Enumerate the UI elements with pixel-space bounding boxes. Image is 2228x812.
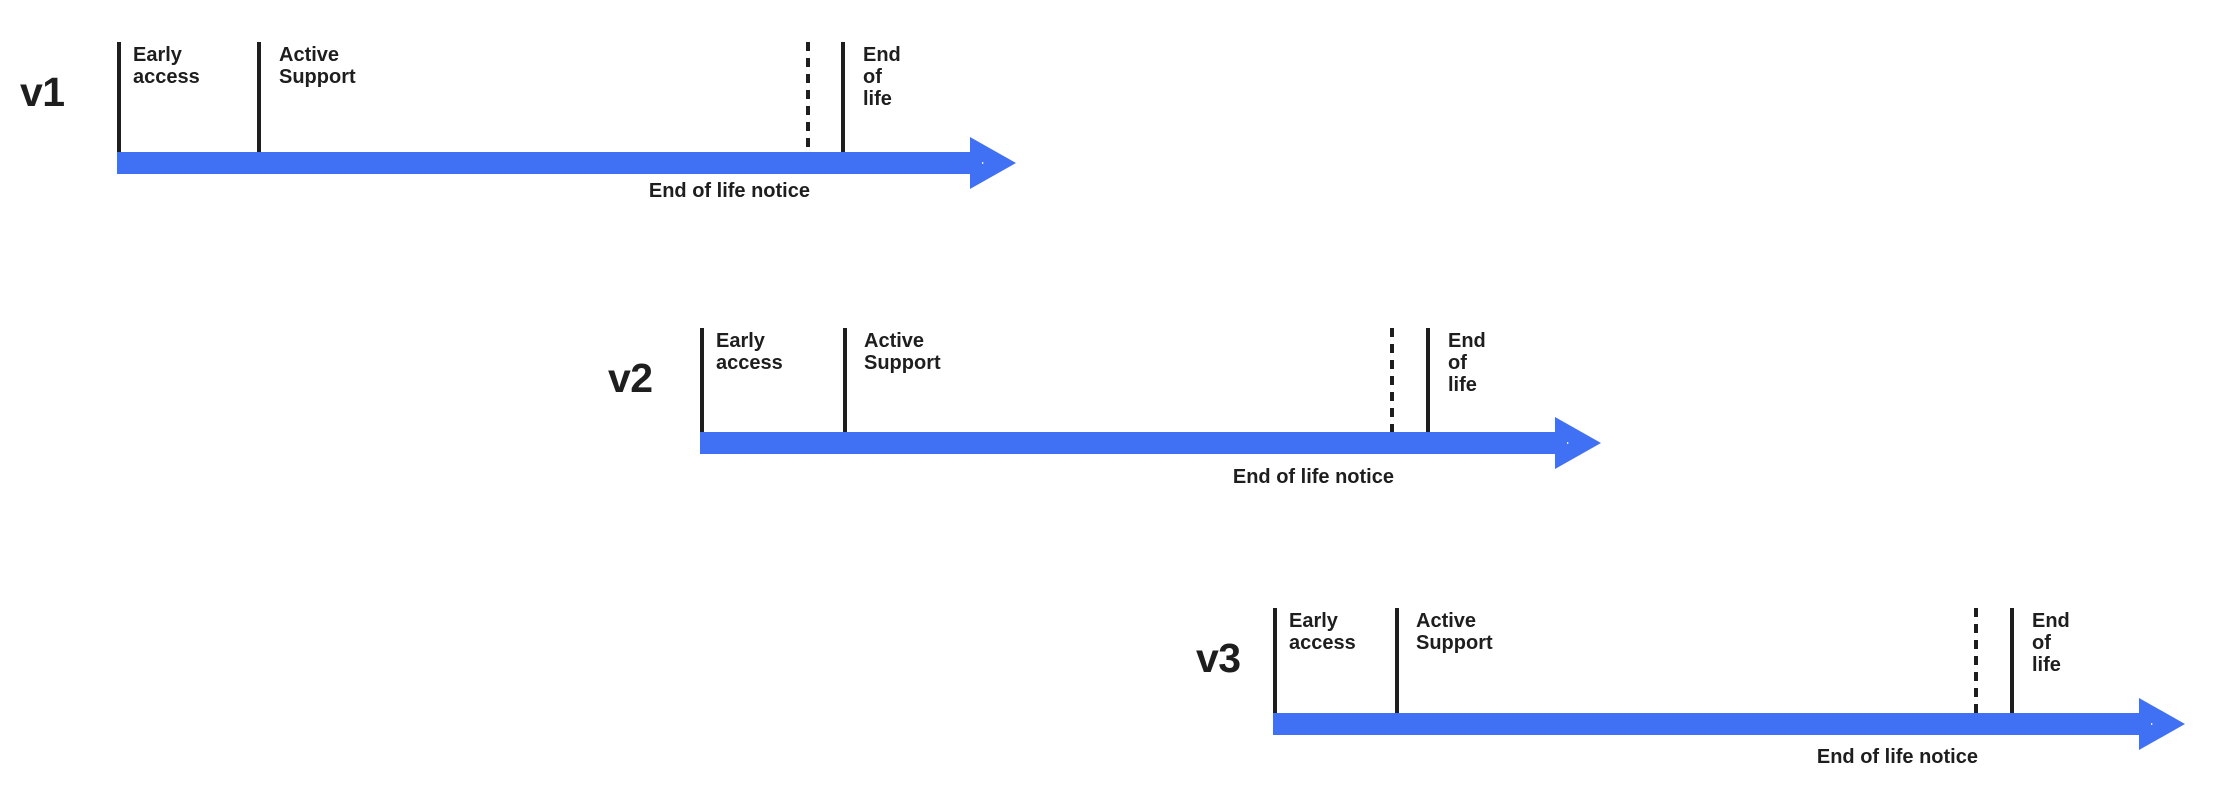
- version-label-v3: v3: [1196, 635, 1241, 681]
- phase-divider-end-of-life: [2010, 608, 2014, 713]
- phase-label-end-of-life: End of life: [2032, 610, 2070, 676]
- phase-divider-dashed-notice: [1974, 608, 1978, 713]
- timeline-arrow-head-icon: [2139, 698, 2185, 750]
- phase-label-active-support: Active Support: [1416, 610, 1493, 654]
- phase-divider-dashed-notice: [1390, 328, 1394, 432]
- timeline-arrow-head-icon: [970, 137, 1016, 189]
- phase-divider-start: [1273, 608, 1277, 713]
- phase-label-active-support: Active Support: [864, 330, 941, 374]
- version-label-v2: v2: [608, 355, 653, 401]
- phase-divider-start: [117, 42, 121, 152]
- end-of-life-notice-label: End of life notice: [1816, 746, 1978, 768]
- phase-label-end-of-life: End of life: [863, 44, 901, 110]
- phase-divider-end-of-life: [841, 42, 845, 152]
- timeline-arrow-head-icon: [1555, 417, 1601, 469]
- phase-label-active-support: Active Support: [279, 44, 356, 88]
- end-of-life-notice-label: End of life notice: [1232, 466, 1394, 488]
- phase-divider-active-support: [1395, 608, 1399, 713]
- phase-label-early-access: Early access: [716, 330, 783, 374]
- end-of-life-notice-label: End of life notice: [648, 180, 810, 202]
- timeline-track-bar: [117, 152, 982, 174]
- phase-divider-start: [700, 328, 704, 432]
- phase-label-early-access: Early access: [1289, 610, 1356, 654]
- phase-label-early-access: Early access: [133, 44, 200, 88]
- timeline-track-bar: [1273, 713, 2151, 735]
- timeline-track-bar: [700, 432, 1567, 454]
- phase-divider-dashed-notice: [806, 42, 810, 152]
- version-label-v1: v1: [20, 69, 65, 115]
- phase-divider-active-support: [843, 328, 847, 432]
- phase-divider-end-of-life: [1426, 328, 1430, 432]
- phase-divider-active-support: [257, 42, 261, 152]
- phase-label-end-of-life: End of life: [1448, 330, 1486, 396]
